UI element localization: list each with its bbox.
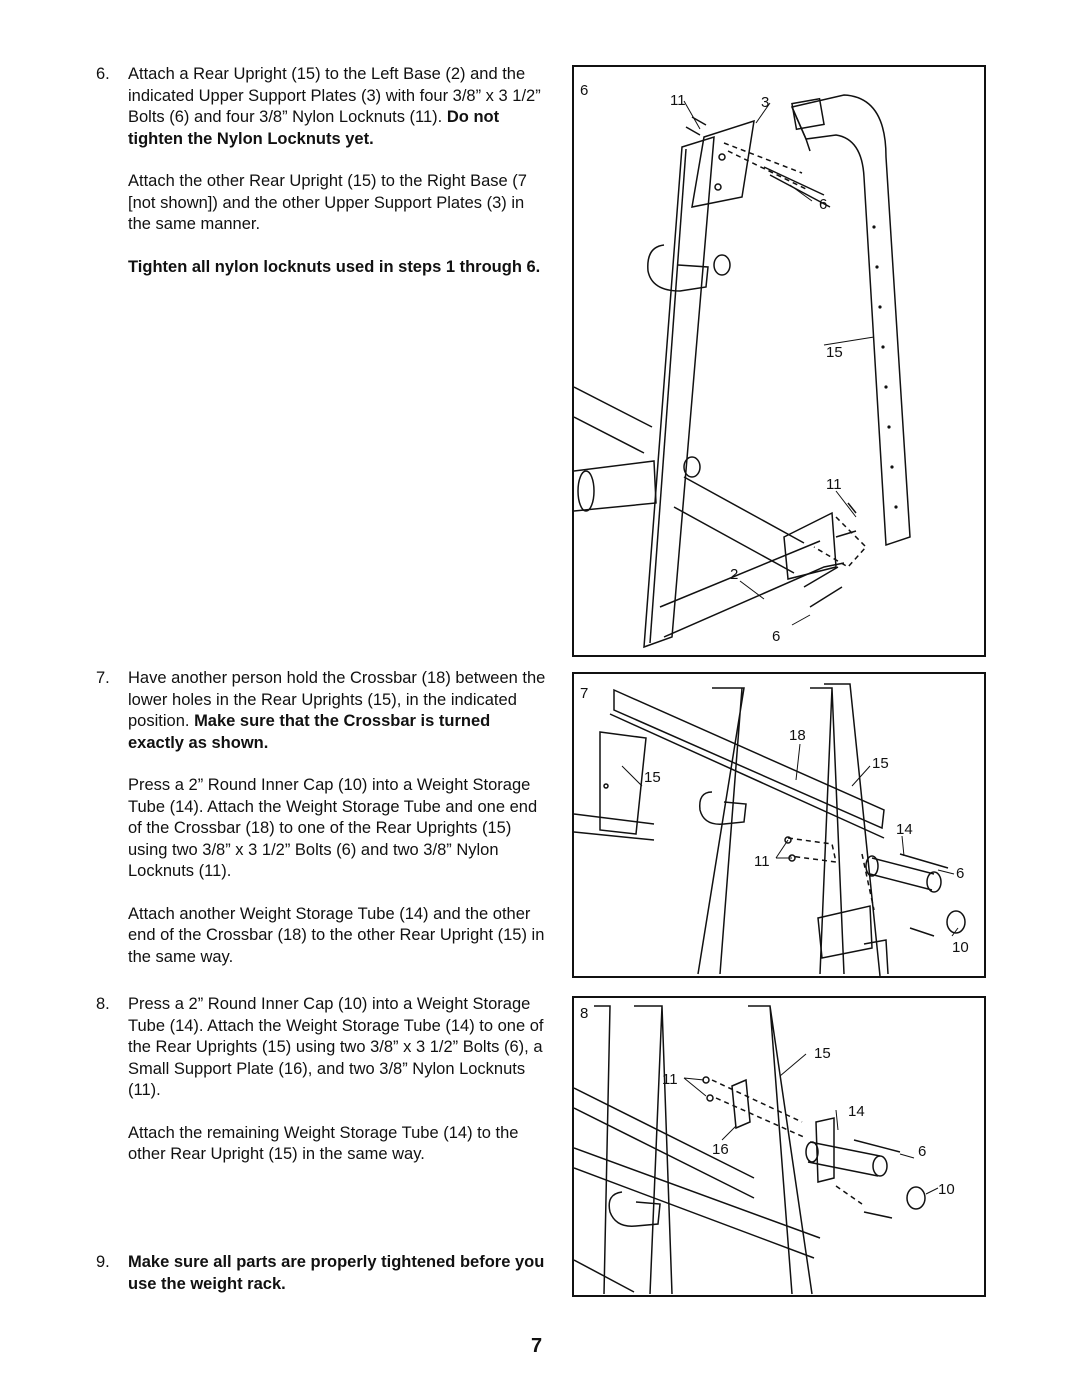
- step-6-paragraph-1: Attach a Rear Upright (15) to the Left B…: [128, 64, 546, 150]
- figure-6-callout-2: 2: [730, 566, 738, 583]
- figure-step-8: 8 15 11 14 16 6 10: [572, 996, 986, 1297]
- step-7-paragraph-1: Have another person hold the Crossbar (1…: [128, 668, 546, 754]
- page-number: 7: [531, 1335, 543, 1357]
- step-8: 8. Press a 2” Round Inner Cap (10) into …: [96, 994, 546, 1187]
- step-6-warning: Do not tighten the Nylon Locknuts yet.: [128, 108, 500, 148]
- figure-7-callout-14: 14: [896, 821, 913, 838]
- figure-6-callout-11b: 11: [826, 476, 842, 493]
- step-6: 6. Attach a Rear Upright (15) to the Lef…: [96, 64, 546, 299]
- figure-8-callout-11: 11: [662, 1071, 678, 1088]
- figure-7-callout-11: 11: [754, 853, 770, 870]
- step-7: 7. Have another person hold the Crossbar…: [96, 668, 546, 989]
- figure-6-callout-6: 6: [819, 196, 827, 213]
- step-number: 9.: [96, 1253, 110, 1271]
- figure-7-drawing: 7 18 15 15 14 11 6 10: [574, 683, 969, 976]
- figure-6-callout-6b: 6: [772, 628, 780, 645]
- figure-6-callout-3: 3: [761, 94, 769, 111]
- figure-6-step-label: 6: [580, 82, 588, 99]
- step-6-text: Attach a Rear Upright (15) to the Left B…: [128, 65, 541, 126]
- step-6-paragraph-2: Attach the other Rear Upright (15) to th…: [128, 172, 527, 233]
- step-number: 6.: [96, 65, 110, 83]
- figure-step-7: 7 18 15 15 14 11 6 10: [572, 672, 986, 978]
- step-number: 8.: [96, 995, 110, 1013]
- figure-8-drawing: 8 15 11 14 16 6 10: [574, 1005, 955, 1295]
- step-6-paragraph-3: Tighten all nylon locknuts used in steps…: [128, 257, 546, 279]
- figure-6-callout-11: 11: [670, 92, 686, 109]
- figure-8-callout-15: 15: [814, 1045, 831, 1062]
- step-7-text: Have another person hold the Crossbar (1…: [128, 669, 546, 730]
- step-8-paragraph-2: Attach the remaining Weight Storage Tube…: [128, 1123, 519, 1164]
- figure-7-callout-18: 18: [789, 727, 806, 744]
- step-9: 9. Make sure all parts are properly tigh…: [96, 1252, 546, 1316]
- figure-7-callout-10: 10: [952, 939, 969, 956]
- step-8-paragraph-1: Press a 2” Round Inner Cap (10) into a W…: [128, 995, 544, 1099]
- step-number: 7.: [96, 669, 110, 687]
- figure-step-6: 6 11 3 6 15 11 2 6: [572, 65, 986, 657]
- figure-7-callout-6: 6: [956, 865, 964, 882]
- figure-7-callout-15b: 15: [644, 769, 661, 786]
- step-7-paragraph-3: Attach another Weight Storage Tube (14) …: [128, 904, 545, 966]
- figure-6-drawing: 6 11 3 6 15 11 2 6: [574, 82, 911, 649]
- figure-7-callout-15: 15: [872, 755, 889, 772]
- step-9-paragraph: Make sure all parts are properly tighten…: [128, 1252, 546, 1295]
- figure-8-callout-6: 6: [918, 1143, 926, 1160]
- step-7-paragraph-2: Press a 2” Round Inner Cap (10) into a W…: [128, 776, 538, 880]
- figure-8-step-label: 8: [580, 1005, 588, 1022]
- figure-8-callout-14: 14: [848, 1103, 865, 1120]
- figure-8-callout-10: 10: [938, 1181, 955, 1198]
- step-9-warning: Make sure all parts are properly tighten…: [128, 1253, 545, 1293]
- step-6-tighten-note: Tighten all nylon locknuts used in steps…: [128, 257, 541, 276]
- figure-7-step-label: 7: [580, 685, 588, 702]
- figure-6-callout-15: 15: [826, 344, 843, 361]
- figure-8-callout-16: 16: [712, 1141, 729, 1158]
- step-7-warning: Make sure that the Crossbar is turned ex…: [128, 712, 491, 752]
